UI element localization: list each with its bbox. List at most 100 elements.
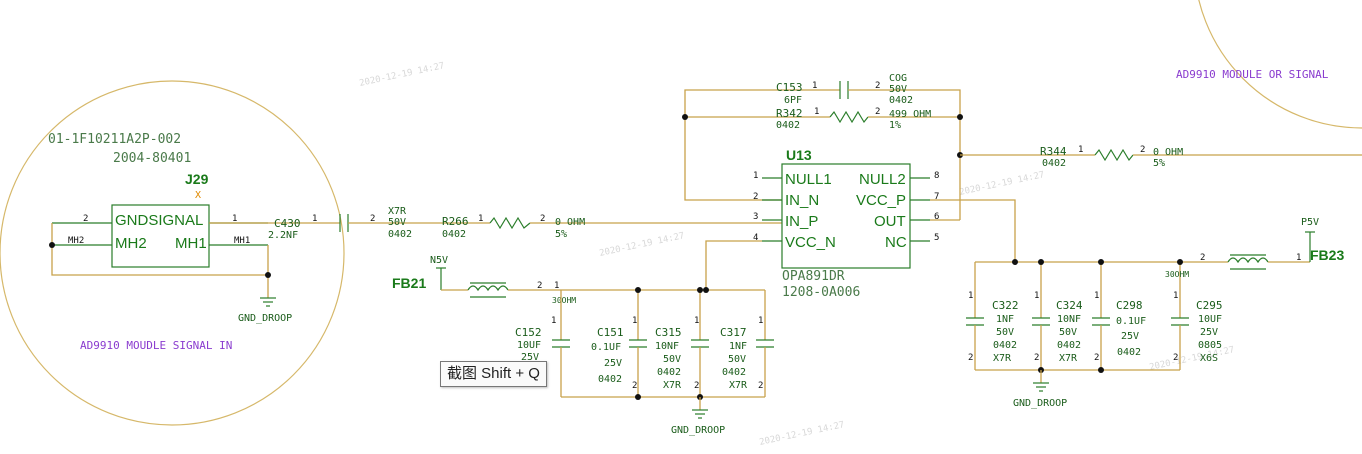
u13-pin-vcc-n: VCC_N [785, 234, 836, 251]
c152-ref: C152 [515, 326, 542, 339]
j29-pin-mh1: MH1 [175, 235, 207, 252]
c151-voltage: 25V [604, 358, 622, 369]
r266-ref: R266 [442, 215, 469, 228]
c430-package: 0402 [388, 229, 412, 240]
fb23-pin1: 1 [1296, 253, 1301, 263]
ground-label-left: GND_DROOP [238, 313, 292, 324]
fb21-impedance: 30OHM [552, 296, 576, 305]
j29-body[interactable] [111, 204, 210, 268]
cap-pin: 1 [1173, 291, 1178, 301]
u13-pin-1-num: 1 [753, 171, 758, 181]
cap-c317[interactable] [756, 339, 774, 397]
c298-package: 0402 [1117, 347, 1141, 358]
cap-c315[interactable] [691, 339, 709, 397]
c430-voltage: 50V [388, 217, 406, 228]
c324-value: 10NF [1057, 314, 1081, 325]
u13-body [781, 163, 911, 269]
u13-pin-vcc-p: VCC_P [856, 192, 906, 209]
u13-pin-null1: NULL1 [785, 171, 832, 188]
j29-net-mh2: MH2 [68, 236, 84, 246]
feedback-network: C153 6PF 1 2 COG 50V 0402 R342 0402 1 2 … [682, 73, 963, 220]
r344-value: 0 OHM [1153, 147, 1183, 158]
u13-pin-in-p: IN_P [785, 213, 818, 230]
u13-pin-3-num: 3 [753, 212, 758, 222]
r344-body[interactable] [1094, 148, 1134, 162]
cap-pin: 2 [1034, 353, 1039, 363]
c153-dielectric: COG [889, 73, 907, 84]
u13-pin-6-num: 6 [934, 212, 939, 222]
u13-opamp[interactable]: U13 1 NULL1 2 IN_N 3 IN_P 4 VCC_N 8 NULL… [753, 147, 939, 300]
c295-dielectric: X6S [1200, 353, 1218, 364]
r342-value: 499 OHM [889, 109, 931, 120]
c298-ref: C298 [1116, 299, 1143, 312]
j29-pin-gndsignal: GNDSIGNAL [115, 212, 203, 229]
cap-pin: 1 [1094, 291, 1099, 301]
u13-pin-2-num: 2 [753, 192, 758, 202]
c430-pin1: 1 [312, 214, 317, 224]
c151-ref: C151 [597, 326, 624, 339]
cap-c322[interactable] [966, 317, 984, 370]
fb21-body[interactable] [467, 285, 509, 292]
r342-pin1: 1 [814, 107, 819, 117]
u13-pin-8-num: 8 [934, 171, 939, 181]
ground-label-mid: GND_DROOP [671, 425, 725, 436]
cap-c295[interactable] [1171, 317, 1189, 370]
r342-ref: R342 [776, 107, 803, 120]
cap-pin: 2 [694, 381, 699, 391]
watermark-text: 2020-12-19 14:27 [759, 420, 846, 448]
cap-pin: 1 [632, 316, 637, 326]
c153-voltage: 50V [889, 84, 907, 95]
c295-value: 10UF [1198, 314, 1222, 325]
r266-tolerance: 5% [555, 229, 567, 240]
fb21-ref: FB21 [392, 275, 426, 291]
cap-c151[interactable] [629, 339, 647, 397]
c430-dielectric: X7R [388, 206, 407, 217]
cap-pin: 1 [758, 316, 763, 326]
c317-dielectric: X7R [729, 380, 748, 391]
r344-package: 0402 [1042, 158, 1066, 169]
c315-value: 10NF [655, 341, 679, 352]
r266-body[interactable] [489, 216, 531, 230]
j29-pin-2-num: 2 [83, 214, 88, 224]
c153-pin2: 2 [875, 81, 880, 91]
module-outline-right [1198, 0, 1362, 129]
ground-symbol [1033, 382, 1049, 392]
cap-c324[interactable] [1032, 317, 1050, 370]
r342-tolerance: 1% [889, 120, 901, 131]
j29-pin-1-num: 1 [232, 214, 237, 224]
fb21-pin1: 1 [554, 281, 559, 291]
u13-pin-null2: NULL2 [859, 171, 906, 188]
c315-dielectric: X7R [663, 380, 682, 391]
u13-pin-7-num: 7 [934, 192, 939, 202]
output-path: R344 0402 1 2 0 OHM 5% [960, 145, 1362, 169]
c153-pin1: 1 [812, 81, 817, 91]
u13-part-number: 1208-0A006 [782, 285, 860, 300]
j29-dnp-mark: X [195, 190, 201, 201]
fb23-pin2: 2 [1200, 253, 1205, 263]
u13-pin-in-n: IN_N [785, 192, 819, 209]
fb23-impedance: 30OHM [1165, 270, 1189, 279]
j29-ref: J29 [185, 171, 209, 187]
cap-pin: 2 [1173, 353, 1178, 363]
ground-symbol [692, 409, 708, 419]
c315-voltage: 50V [663, 354, 681, 365]
c153-value: 6PF [784, 95, 802, 106]
r266-pin1: 1 [478, 214, 483, 224]
c153-ref: C153 [776, 81, 803, 94]
cap-c298[interactable] [1092, 317, 1110, 370]
r342-pin2: 2 [875, 107, 880, 117]
input-path: C430 2.2NF 1 2 X7R 50V 0402 R266 0402 1 … [209, 206, 782, 241]
c322-package: 0402 [993, 340, 1017, 351]
c324-package: 0402 [1057, 340, 1081, 351]
r344-pin2: 2 [1140, 145, 1145, 155]
r342-body[interactable] [829, 110, 869, 124]
ground-symbol [260, 297, 276, 307]
j29-net-mh1: MH1 [234, 236, 250, 246]
cap-pin: 2 [1094, 353, 1099, 363]
fb21-pin2: 2 [537, 281, 542, 291]
u13-pin-out: OUT [874, 213, 906, 230]
caption-left: AD9910 MOUDLE SIGNAL IN [80, 339, 232, 352]
cap-c152[interactable] [552, 339, 570, 397]
fb23-body[interactable] [1227, 257, 1269, 264]
